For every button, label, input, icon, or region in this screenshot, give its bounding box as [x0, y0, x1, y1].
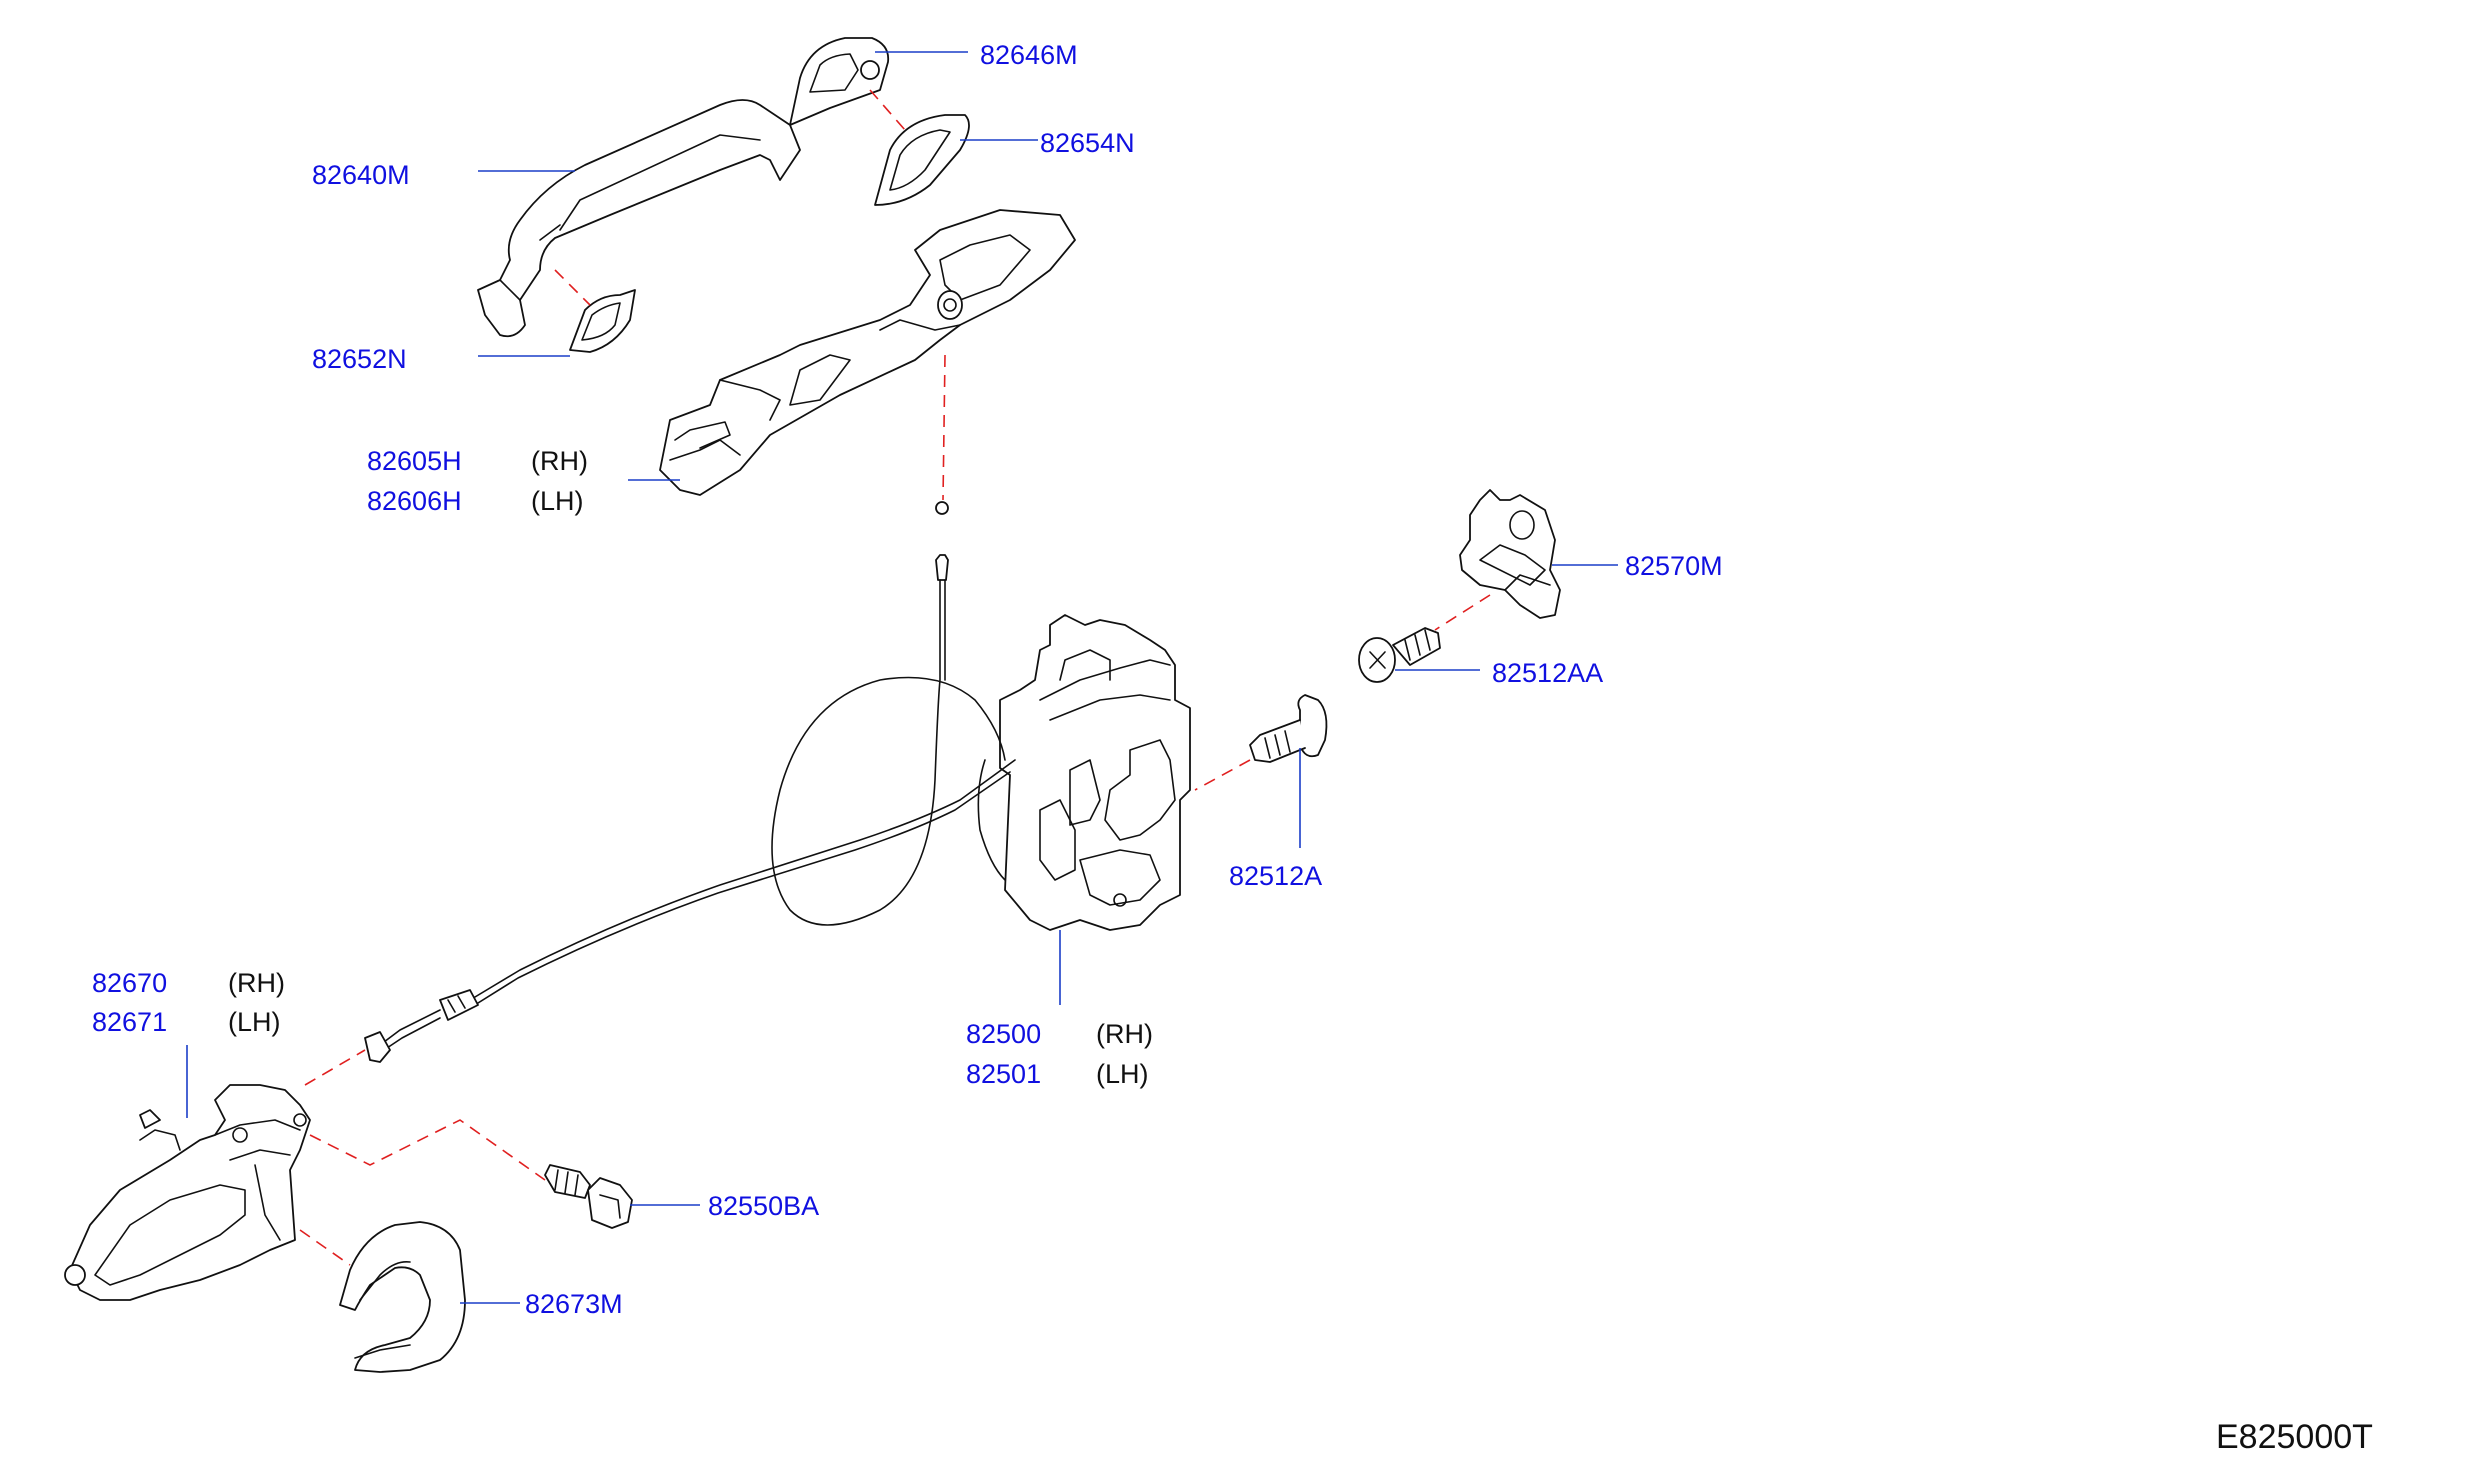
part-82512A-drawing — [1249, 694, 1328, 763]
label-82606H[interactable]: 82606H — [367, 486, 462, 516]
label-82640M[interactable]: 82640M — [312, 160, 410, 190]
label-82671[interactable]: 82671 — [92, 1007, 167, 1037]
part-82605H-drawing — [659, 209, 1076, 496]
label-82673M[interactable]: 82673M — [525, 1289, 623, 1319]
leader-lines — [186, 51, 1618, 1304]
label-82670[interactable]: 82670 — [92, 968, 167, 998]
part-82570M-drawing — [1459, 489, 1561, 619]
label-82570M[interactable]: 82570M — [1625, 551, 1723, 581]
part-82673M-drawing — [339, 1221, 466, 1373]
part-labels: 82646M 82654N 82640M 82652N 82605H (RH) … — [92, 40, 2373, 1456]
label-82671-side: (LH) — [228, 1007, 281, 1037]
label-82500[interactable]: 82500 — [966, 1019, 1041, 1049]
part-82654N-drawing — [874, 114, 970, 206]
part-82640M-drawing — [477, 99, 801, 338]
part-82646M-drawing — [789, 37, 890, 126]
dashed-guides — [299, 89, 1491, 1266]
label-82670-side: (RH) — [228, 968, 285, 998]
label-82606H-side: (LH) — [531, 486, 584, 516]
part-82500-drawing — [977, 614, 1191, 931]
label-82652N[interactable]: 82652N — [312, 344, 407, 374]
label-82605H-side: (RH) — [531, 446, 588, 476]
label-82501-side: (LH) — [1096, 1059, 1149, 1089]
label-82512A[interactable]: 82512A — [1229, 861, 1322, 891]
cable-assembly — [364, 501, 1016, 1063]
label-82501[interactable]: 82501 — [966, 1059, 1041, 1089]
label-82550BA[interactable]: 82550BA — [708, 1191, 819, 1221]
diagram-code: E825000T — [2216, 1418, 2373, 1456]
part-82652N-drawing — [569, 289, 636, 353]
part-82670-drawing — [64, 1084, 311, 1301]
label-82512AA[interactable]: 82512AA — [1492, 658, 1603, 688]
label-82605H[interactable]: 82605H — [367, 446, 462, 476]
part-82550BA-drawing — [544, 1164, 633, 1229]
label-82500-side: (RH) — [1096, 1019, 1153, 1049]
label-82646M[interactable]: 82646M — [980, 40, 1078, 70]
part-82512AA-drawing — [1358, 627, 1441, 683]
label-82654N[interactable]: 82654N — [1040, 128, 1135, 158]
